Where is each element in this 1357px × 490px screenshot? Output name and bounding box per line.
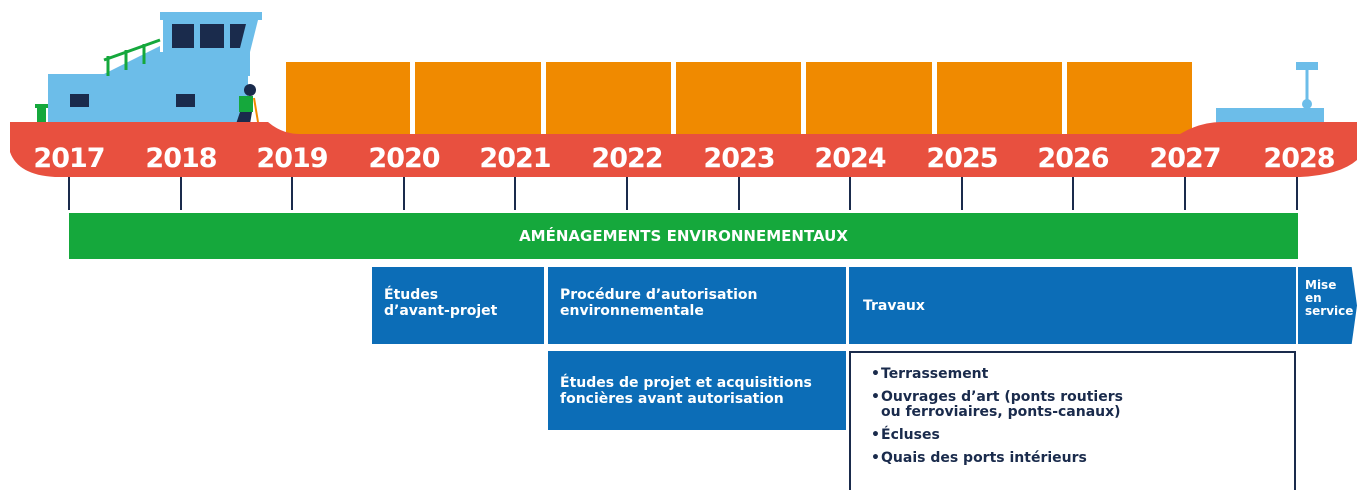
phase-label: Travaux	[863, 297, 925, 314]
list-item-text: ou ferroviaires, ponts-canaux)	[881, 404, 1121, 420]
year-label: 2019	[256, 143, 327, 174]
bollard	[37, 108, 46, 122]
hull	[10, 122, 1357, 177]
list-item: Terrassement	[871, 366, 1294, 383]
environment-bar: AMÉNAGEMENTS ENVIRONNEMENTAUX	[69, 213, 1298, 259]
year-ticks	[68, 177, 1298, 210]
phase-procedure-autorisation: Procédure d’autorisation environnemental…	[548, 267, 846, 344]
phase-label: service	[1305, 304, 1354, 318]
phase-label: Études	[384, 287, 439, 303]
cargo-container	[937, 62, 1062, 134]
cargo-container	[286, 62, 410, 134]
cargo-container	[546, 62, 671, 134]
bow-deck	[1216, 62, 1324, 126]
list-item: Ouvrages d’art (ponts routiers ou ferrov…	[871, 390, 1294, 420]
phase-label: Procédure d’autorisation	[560, 287, 758, 303]
phase-etudes-projet: Études de projet et acquisitions foncièr…	[548, 351, 846, 430]
year-label: 2025	[926, 143, 997, 174]
worker-figure	[236, 84, 259, 124]
list-item: Écluses	[871, 427, 1294, 444]
railing	[103, 38, 161, 76]
cargo-container	[806, 62, 932, 134]
cargo-container	[1067, 62, 1192, 134]
travaux-list-box: Terrassement Ouvrages d’art (ponts routi…	[849, 351, 1296, 490]
phase-label: foncières avant autorisation	[560, 391, 784, 407]
year-label: 2018	[145, 143, 216, 174]
wheelhouse	[35, 12, 262, 124]
cargo-container	[676, 62, 801, 134]
phase-label: en	[1305, 291, 1322, 305]
year-label: 2023	[703, 143, 774, 174]
list-item: Quais des ports intérieurs	[871, 450, 1294, 467]
year-label: 2017	[33, 143, 104, 174]
year-labels: 2017 2018 2019 2020 2021 2022 2023 2024 …	[33, 143, 1335, 174]
phase-label: d’avant-projet	[384, 303, 498, 319]
cargo-containers	[286, 62, 1192, 134]
year-label: 2024	[814, 143, 885, 174]
phase-etudes-avant-projet: Études d’avant-projet	[372, 267, 544, 344]
phase-label: environnementale	[560, 303, 704, 319]
travaux-list: Terrassement Ouvrages d’art (ponts routi…	[871, 366, 1294, 467]
year-label: 2027	[1149, 143, 1220, 174]
phase-label: Études de projet et acquisitions	[560, 375, 812, 391]
list-item-text: Quais des ports intérieurs	[881, 450, 1087, 466]
year-label: 2021	[479, 143, 550, 174]
list-item-text: Terrassement	[881, 366, 989, 382]
year-label: 2026	[1037, 143, 1108, 174]
year-label: 2022	[591, 143, 662, 174]
list-item-text: Ouvrages d’art (ponts routiers	[881, 389, 1123, 405]
cargo-container	[415, 62, 541, 134]
year-label: 2028	[1263, 143, 1334, 174]
environment-bar-label: AMÉNAGEMENTS ENVIRONNEMENTAUX	[519, 227, 848, 245]
list-item-text: Écluses	[881, 427, 940, 443]
phase-mise-en-service: Mise en service	[1298, 267, 1357, 344]
year-label: 2020	[368, 143, 439, 174]
phase-label: Mise	[1305, 278, 1337, 292]
phase-travaux: Travaux	[849, 267, 1296, 344]
